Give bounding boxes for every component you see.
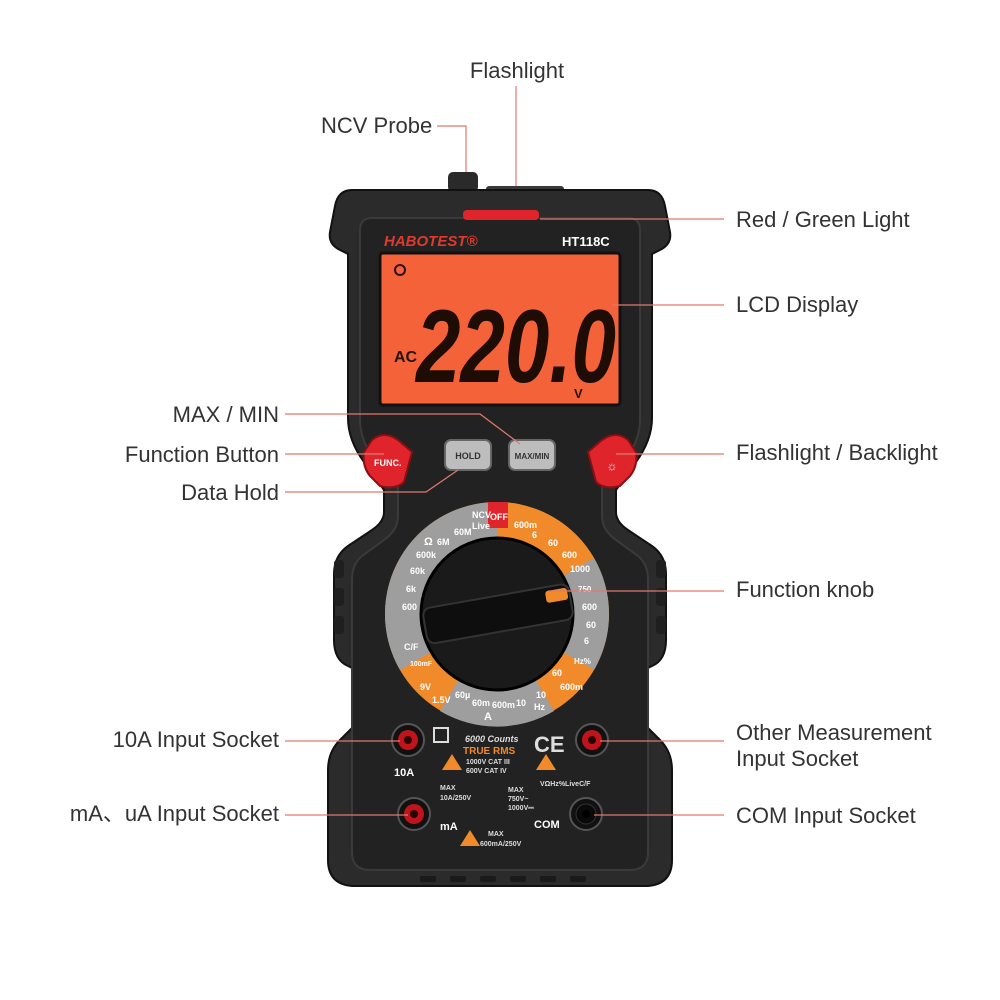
svg-text:600: 600 bbox=[402, 602, 417, 612]
side-grips bbox=[334, 560, 666, 634]
svg-text:600V CAT IV: 600V CAT IV bbox=[466, 768, 507, 775]
leader-lines bbox=[285, 86, 724, 816]
label-other-socket-line2: Input Socket bbox=[736, 746, 859, 771]
model-text: HT118C bbox=[562, 234, 610, 249]
warning-icon bbox=[442, 754, 462, 770]
svg-text:100mF: 100mF bbox=[410, 661, 433, 668]
ce-mark: CE bbox=[534, 732, 565, 757]
svg-text:Ω: Ω bbox=[424, 536, 433, 548]
maxmin-button[interactable] bbox=[508, 439, 556, 471]
svg-text:OFF: OFF bbox=[490, 512, 508, 522]
label-com-socket: COM Input Socket bbox=[736, 803, 916, 828]
brand-text: HABOTEST® bbox=[384, 233, 479, 250]
maxmin-button-label: MAX/MIN bbox=[515, 452, 550, 461]
socket-com[interactable] bbox=[569, 797, 603, 831]
label-10a-socket: 10A Input Socket bbox=[112, 727, 279, 752]
svg-text:6: 6 bbox=[532, 530, 537, 540]
svg-text:600m: 600m bbox=[560, 682, 583, 692]
svg-text:600k: 600k bbox=[416, 550, 437, 560]
svg-text:COM: COM bbox=[534, 819, 560, 831]
func-button[interactable] bbox=[362, 434, 414, 489]
svg-text:VΩHz%LiveC/F: VΩHz%LiveC/F bbox=[540, 781, 591, 788]
svg-text:Hz: Hz bbox=[534, 702, 545, 712]
socket-ma-ua[interactable] bbox=[397, 797, 431, 831]
svg-text:60: 60 bbox=[548, 538, 558, 548]
label-other-socket-line1: Other Measurement bbox=[736, 720, 932, 745]
red-green-light bbox=[463, 210, 539, 220]
label-function-button: Function Button bbox=[124, 442, 279, 467]
svg-text:mA: mA bbox=[440, 821, 458, 833]
svg-text:1000V⎓: 1000V⎓ bbox=[508, 805, 534, 812]
bottom-vents bbox=[420, 876, 586, 882]
knob-pointer bbox=[545, 588, 569, 603]
counts-text: 6000 Counts bbox=[465, 734, 519, 744]
svg-text:6M: 6M bbox=[437, 537, 450, 547]
svg-text:60k: 60k bbox=[410, 566, 426, 576]
hold-button[interactable] bbox=[444, 439, 492, 471]
lcd-screen bbox=[378, 251, 622, 407]
svg-text:9V: 9V bbox=[420, 682, 431, 692]
label-red-green-light: Red / Green Light bbox=[736, 207, 910, 232]
backlight-icon: ☼ bbox=[607, 459, 618, 473]
svg-text:Live: Live bbox=[472, 521, 490, 531]
svg-text:600mA/250V: 600mA/250V bbox=[480, 841, 522, 848]
dial-labels: OFF NCV Live 60M 6M Ω 600k 60k 6k 600 C/… bbox=[402, 510, 597, 723]
svg-text:MAX: MAX bbox=[488, 831, 504, 838]
label-data-hold: Data Hold bbox=[181, 480, 279, 505]
svg-text:10: 10 bbox=[536, 690, 546, 700]
svg-text:Hz%: Hz% bbox=[574, 657, 591, 666]
svg-text:10: 10 bbox=[516, 698, 526, 708]
socket-other[interactable] bbox=[575, 723, 609, 757]
label-flashlight: Flashlight bbox=[469, 58, 565, 83]
svg-text:60M: 60M bbox=[454, 527, 472, 537]
svg-text:MAX: MAX bbox=[440, 785, 456, 792]
svg-text:60m: 60m bbox=[472, 698, 490, 708]
svg-text:600m: 600m bbox=[492, 700, 515, 710]
svg-text:1.5V: 1.5V bbox=[432, 695, 451, 705]
svg-text:1000V CAT III: 1000V CAT III bbox=[466, 759, 510, 766]
label-ncv-probe: NCV Probe bbox=[321, 113, 433, 138]
lcd-unit: V bbox=[574, 386, 583, 401]
double-insulation-icon bbox=[433, 727, 449, 743]
svg-text:60: 60 bbox=[586, 620, 596, 630]
knob-handle[interactable] bbox=[422, 583, 574, 645]
svg-text:6k: 6k bbox=[406, 584, 417, 594]
lcd-mode: AC bbox=[394, 349, 418, 366]
svg-text:C/F: C/F bbox=[404, 642, 419, 652]
svg-text:MAX: MAX bbox=[508, 787, 524, 794]
label-max-min: MAX / MIN bbox=[172, 402, 279, 427]
hold-button-label: HOLD bbox=[455, 451, 481, 461]
svg-text:750: 750 bbox=[578, 585, 592, 594]
label-lcd-display: LCD Display bbox=[736, 292, 859, 317]
svg-text:A: A bbox=[484, 711, 492, 723]
power-icon bbox=[394, 264, 406, 276]
socket-10a[interactable] bbox=[391, 723, 425, 757]
label-function-knob: Function knob bbox=[736, 577, 875, 602]
svg-text:60µ: 60µ bbox=[455, 690, 470, 700]
svg-text:60: 60 bbox=[552, 668, 562, 678]
true-rms-text: TRUE RMS bbox=[463, 746, 516, 757]
label-flashlight-backlight: Flashlight / Backlight bbox=[736, 440, 938, 465]
svg-text:NCV: NCV bbox=[472, 510, 491, 520]
svg-text:6: 6 bbox=[584, 636, 589, 646]
svg-text:10A/250V: 10A/250V bbox=[440, 795, 471, 802]
label-ma-ua-socket: mA、uA Input Socket bbox=[69, 801, 279, 826]
func-button-label: FUNC. bbox=[374, 458, 402, 468]
svg-text:10A: 10A bbox=[394, 767, 414, 779]
svg-text:600: 600 bbox=[562, 550, 577, 560]
svg-text:600: 600 bbox=[582, 602, 597, 612]
svg-text:600m: 600m bbox=[514, 520, 537, 530]
svg-text:750V~: 750V~ bbox=[508, 796, 528, 803]
flashlight-backlight-button[interactable] bbox=[586, 434, 638, 489]
ncv-probe bbox=[448, 172, 478, 192]
svg-text:1000: 1000 bbox=[570, 564, 590, 574]
lcd-reading: 220.0 bbox=[414, 289, 616, 405]
